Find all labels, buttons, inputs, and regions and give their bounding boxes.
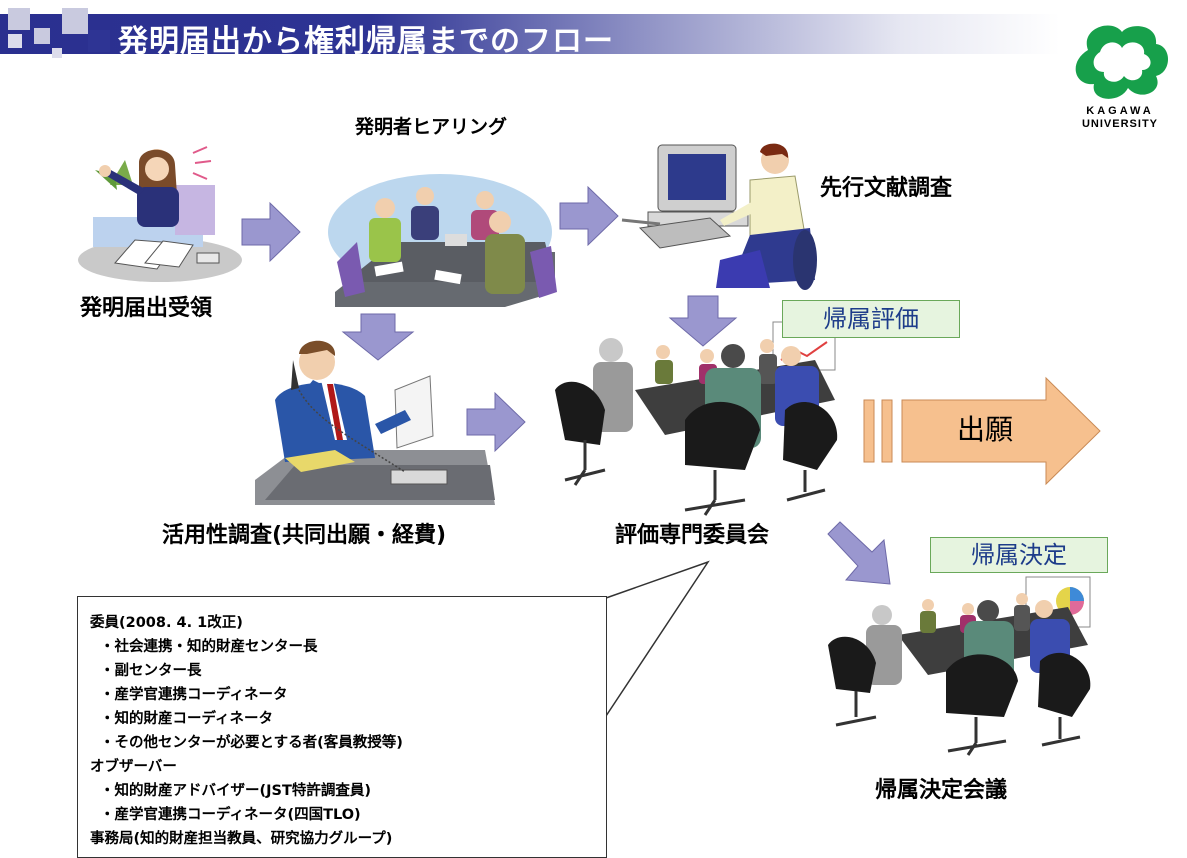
- utilization-survey-illustration: [255, 340, 495, 505]
- svg-text:KAGAWA: KAGAWA: [1086, 105, 1154, 117]
- header-square-decoration: [62, 8, 88, 34]
- decision-meeting-illustration: [828, 576, 1091, 756]
- note-line: ・その他センターが必要とする者(客員教授等): [100, 735, 403, 751]
- hearing-label: 発明者ヒアリング: [355, 116, 508, 138]
- header-square-decoration: [34, 28, 50, 44]
- arrow-right-icon: [241, 201, 301, 263]
- header-square-decoration: [8, 34, 22, 48]
- header-square-decoration: [8, 8, 30, 30]
- decision-tag: 帰属決定: [930, 537, 1108, 573]
- evaluation-tag: 帰属評価: [782, 300, 960, 338]
- arrow-right-icon: [559, 185, 619, 247]
- arrow-down-icon: [341, 313, 415, 361]
- evaluation-committee-illustration: [555, 321, 838, 516]
- prior-art-label: 先行文献調査: [820, 176, 953, 201]
- note-line: ・知的財産コーディネータ: [100, 711, 273, 727]
- prior-art-search-illustration: [621, 143, 817, 290]
- arrow-right-icon: [466, 391, 526, 453]
- note-line: オブザーバー: [90, 759, 177, 775]
- note-line: ・社会連携・知的財産センター長: [100, 639, 318, 655]
- header-square-decoration: [88, 30, 110, 52]
- note-line: 委員(2008. 4. 1改正): [90, 615, 243, 631]
- note-line: ・副センター長: [100, 663, 202, 679]
- receipt-label: 発明届出受領: [80, 296, 213, 321]
- arrow-diagonal-icon: [827, 521, 891, 585]
- filing-arrow-icon: [863, 376, 1101, 486]
- note-line: ・知的財産アドバイザー(JST特許調査員): [100, 783, 371, 799]
- title-bar: [0, 14, 1060, 54]
- arrow-down-icon: [668, 295, 738, 347]
- inventor-hearing-illustration: [328, 174, 557, 307]
- kagawa-university-logo: KAGAWA UNIVERSITY: [1075, 25, 1168, 130]
- page-title: 発明届出から権利帰属までのフロー: [118, 24, 614, 59]
- callout-pointer: [605, 560, 710, 717]
- svg-text:UNIVERSITY: UNIVERSITY: [1082, 118, 1158, 130]
- committee-members-note: 委員(2008. 4. 1改正) ・社会連携・知的財産センター長 ・副センター長…: [77, 596, 607, 858]
- note-line: ・産学官連携コーディネータ: [100, 687, 288, 703]
- invention-receipt-illustration: [78, 146, 242, 282]
- header-square-decoration: [52, 48, 62, 58]
- committee-label: 評価専門委員会: [615, 523, 770, 548]
- decision-meeting-label: 帰属決定会議: [875, 778, 1008, 803]
- filing-label: 出願: [956, 413, 1013, 446]
- note-line: ・産学官連携コーディネータ(四国TLO): [100, 807, 361, 823]
- utilization-label: 活用性調査(共同出願・経費): [162, 523, 447, 548]
- note-line: 事務局(知的財産担当教員、研究協力グループ): [90, 831, 393, 847]
